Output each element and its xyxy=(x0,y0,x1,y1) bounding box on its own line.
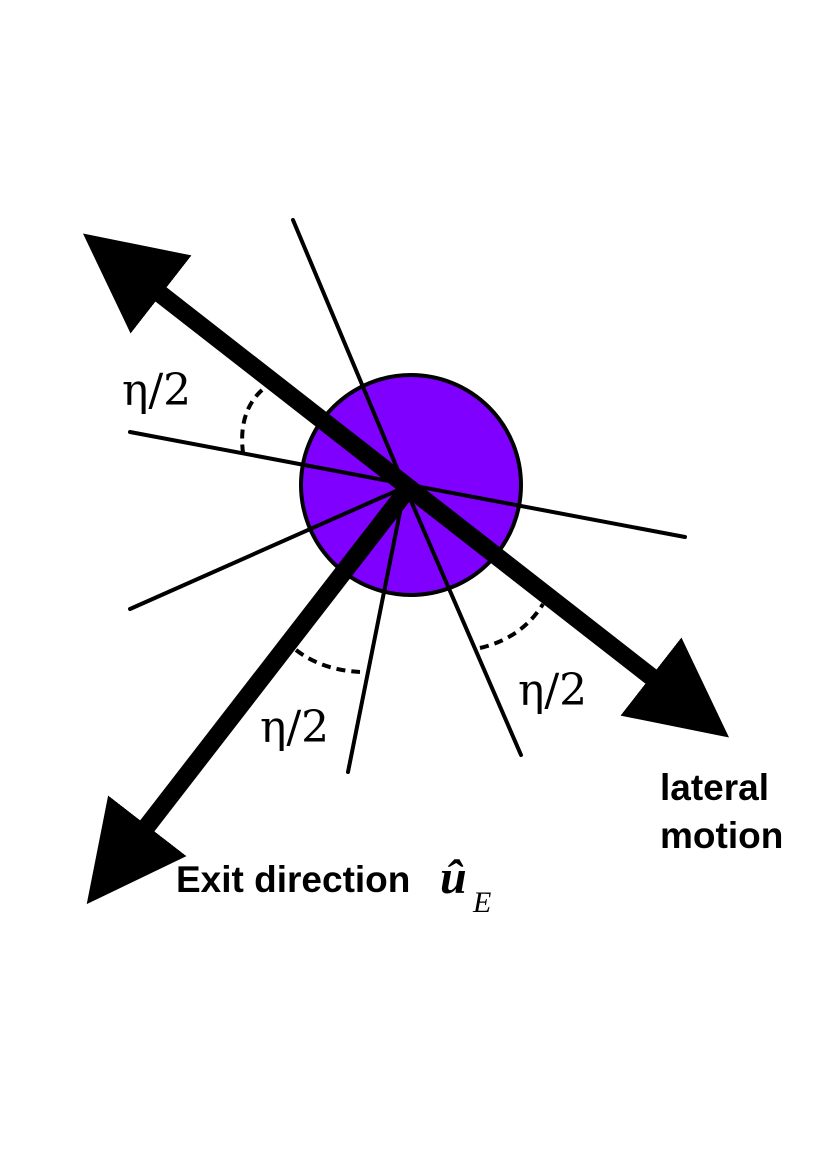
angle-arc-lower-right xyxy=(479,602,545,650)
exit-direction-arrow xyxy=(86,479,419,905)
lateral-motion-label-line2: motion xyxy=(660,815,783,856)
lateral-motion-label-line1: lateral xyxy=(660,767,769,808)
angle-arcs xyxy=(240,388,545,674)
eta-label-lower-middle: η/2 xyxy=(260,702,329,753)
exit-direction-symbol-subscript: E xyxy=(472,886,491,919)
exit-direction-symbol: û xyxy=(440,851,467,904)
eta-label-upper-left: η/2 xyxy=(122,365,191,416)
exit-direction-label: Exit direction xyxy=(176,859,410,900)
angle-arc-upper-left xyxy=(240,388,264,454)
eta-label-lower-right: η/2 xyxy=(518,665,587,716)
angle-arc-lower-middle xyxy=(294,648,361,674)
